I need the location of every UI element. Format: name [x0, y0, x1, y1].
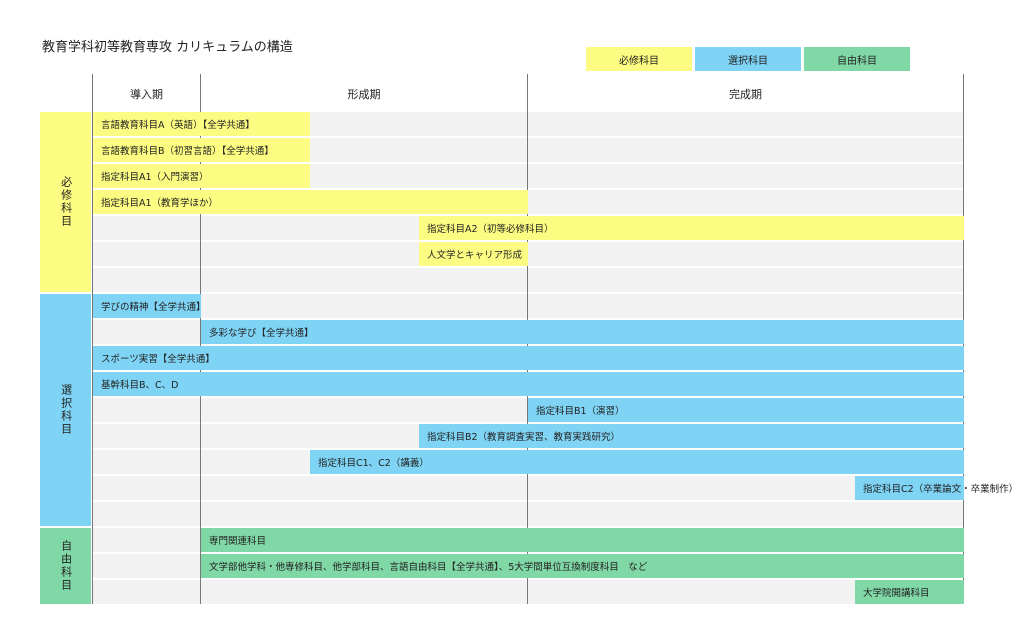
- grid-row: [93, 242, 963, 266]
- group-label-text: 選択科目: [59, 384, 73, 436]
- course-bar: 指定科目A2（初等必修科目）: [419, 216, 964, 240]
- grid-row: [93, 580, 963, 604]
- group-label-required: 必修科目: [40, 112, 91, 292]
- course-label: 大学院開講科目: [863, 588, 930, 599]
- phase-divider: [200, 74, 201, 604]
- course-label: スポーツ実習【全学共通】: [101, 354, 215, 365]
- group-label-elective: 選択科目: [40, 294, 91, 526]
- page-title: 教育学科初等教育専攻 カリキュラムの構造: [42, 40, 293, 55]
- phase-divider: [92, 74, 93, 604]
- course-bar: 専門関連科目: [201, 528, 964, 552]
- course-bar: 言語教育科目A（英語）【全学共通】: [93, 112, 310, 136]
- group-label-free: 自由科目: [40, 528, 91, 604]
- course-label: 指定科目A1（教育学ほか）: [101, 198, 219, 209]
- course-bar: 言語教育科目B（初習言語）【全学共通】: [93, 138, 310, 162]
- course-bar: 人文学とキャリア形成: [419, 242, 528, 266]
- course-label: 人文学とキャリア形成: [427, 250, 523, 261]
- course-bar: 指定科目C1、C2（講義）: [310, 450, 964, 474]
- grid-row: [93, 476, 963, 500]
- group-label-text: 必修科目: [59, 176, 73, 228]
- course-bar: 指定科目A1（入門演習）: [93, 164, 310, 188]
- course-bar: 多彩な学び【全学共通】: [201, 320, 964, 344]
- course-label: 文学部他学科・他専修科目、他学部科目、言語自由科目【全学共通】、5大学間単位互換…: [209, 562, 648, 573]
- legend-item-free: 自由科目: [804, 47, 910, 71]
- course-bar: 指定科目B1（演習）: [528, 398, 964, 422]
- course-bar: 指定科目A1（教育学ほか）: [93, 190, 528, 214]
- legend-item-elective: 選択科目: [695, 47, 801, 71]
- course-label: 指定科目C1、C2（講義）: [318, 458, 429, 469]
- course-label: 専門関連科目: [209, 536, 267, 547]
- course-label: 言語教育科目A（英語）【全学共通】: [101, 120, 255, 131]
- course-label: 指定科目A2（初等必修科目）: [427, 224, 554, 235]
- grid-row: [93, 268, 963, 292]
- course-bar: 大学院開講科目: [855, 580, 964, 604]
- course-label: 多彩な学び【全学共通】: [209, 328, 314, 339]
- grid-row: [93, 502, 963, 526]
- course-bar: 指定科目C2（卒業論文・卒業制作）: [855, 476, 1018, 500]
- course-label: 指定科目B2（教育調査実習、教育実践研究）: [427, 432, 621, 443]
- grid-row: [93, 294, 963, 318]
- phase-header-3: 完成期: [729, 88, 762, 101]
- phase-header-2: 形成期: [347, 88, 381, 101]
- course-bar: 学びの精神【全学共通】: [93, 294, 206, 318]
- group-label-text: 自由科目: [59, 540, 73, 592]
- course-bar: 指定科目B2（教育調査実習、教育実践研究）: [419, 424, 964, 448]
- legend-item-required: 必修科目: [586, 47, 692, 71]
- course-label: 言語教育科目B（初習言語）【全学共通】: [101, 146, 274, 157]
- course-label: 基幹科目B、C、D: [101, 380, 179, 391]
- course-label: 指定科目B1（演習）: [536, 406, 625, 417]
- course-bar: 基幹科目B、C、D: [93, 372, 964, 396]
- course-label: 指定科目A1（入門演習）: [101, 172, 209, 183]
- course-bar: 文学部他学科・他専修科目、他学部科目、言語自由科目【全学共通】、5大学間単位互換…: [201, 554, 964, 578]
- course-label: 指定科目C2（卒業論文・卒業制作）: [863, 484, 1018, 495]
- phase-header-1: 導入期: [130, 88, 163, 101]
- course-bar: スポーツ実習【全学共通】: [93, 346, 964, 370]
- course-label: 学びの精神【全学共通】: [101, 302, 206, 313]
